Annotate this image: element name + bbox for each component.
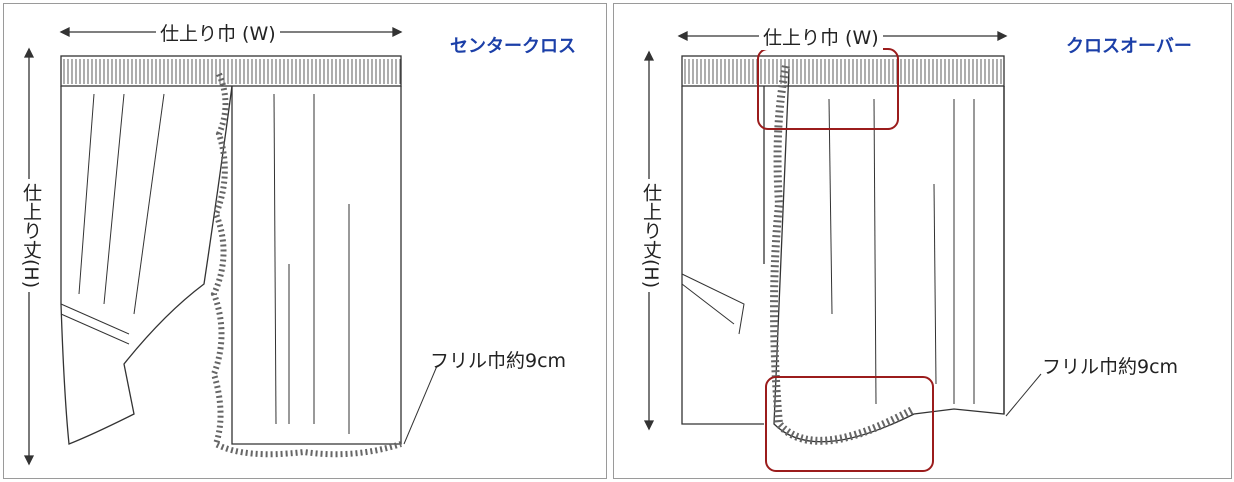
height-label: 仕上り丈(H) xyxy=(638,179,665,293)
width-label: 仕上り巾 (W) xyxy=(759,23,883,50)
right-curtain xyxy=(231,86,402,445)
center-cross-curtain-drawing xyxy=(23,26,438,466)
curtain-header-ruffle xyxy=(681,55,1005,87)
panel-title: センタークロス xyxy=(450,36,576,57)
center-cross-panel: 仕上り巾 (W) 仕上り丈(H) センタークロス フリル巾約9cm xyxy=(3,3,607,479)
frill-width-label: フリル巾約9cm xyxy=(430,350,567,372)
left-curtain xyxy=(60,85,233,445)
frill-leader-line xyxy=(403,365,438,445)
cross-over-panel: 仕上り巾 (W) 仕上り丈(H) クロスオーバー フリル巾約9cm xyxy=(613,3,1232,479)
front-curtain xyxy=(773,68,1005,443)
frill-leader-line xyxy=(1005,373,1042,417)
highlight-box-bottom xyxy=(765,376,934,472)
header-band xyxy=(681,55,1005,87)
back-curtain xyxy=(681,86,1005,425)
header-band xyxy=(60,55,402,87)
cross-over-curtain-drawing xyxy=(643,30,1042,472)
curtain-header-ruffle xyxy=(60,55,402,87)
frill-edge xyxy=(770,65,916,445)
frill-width-label: フリル巾約9cm xyxy=(1042,356,1179,378)
width-label: 仕上り巾 (W) xyxy=(156,19,280,46)
frill-edge xyxy=(210,72,402,458)
height-label: 仕上り丈(H) xyxy=(18,179,45,293)
panel-title: クロスオーバー xyxy=(1066,36,1192,57)
